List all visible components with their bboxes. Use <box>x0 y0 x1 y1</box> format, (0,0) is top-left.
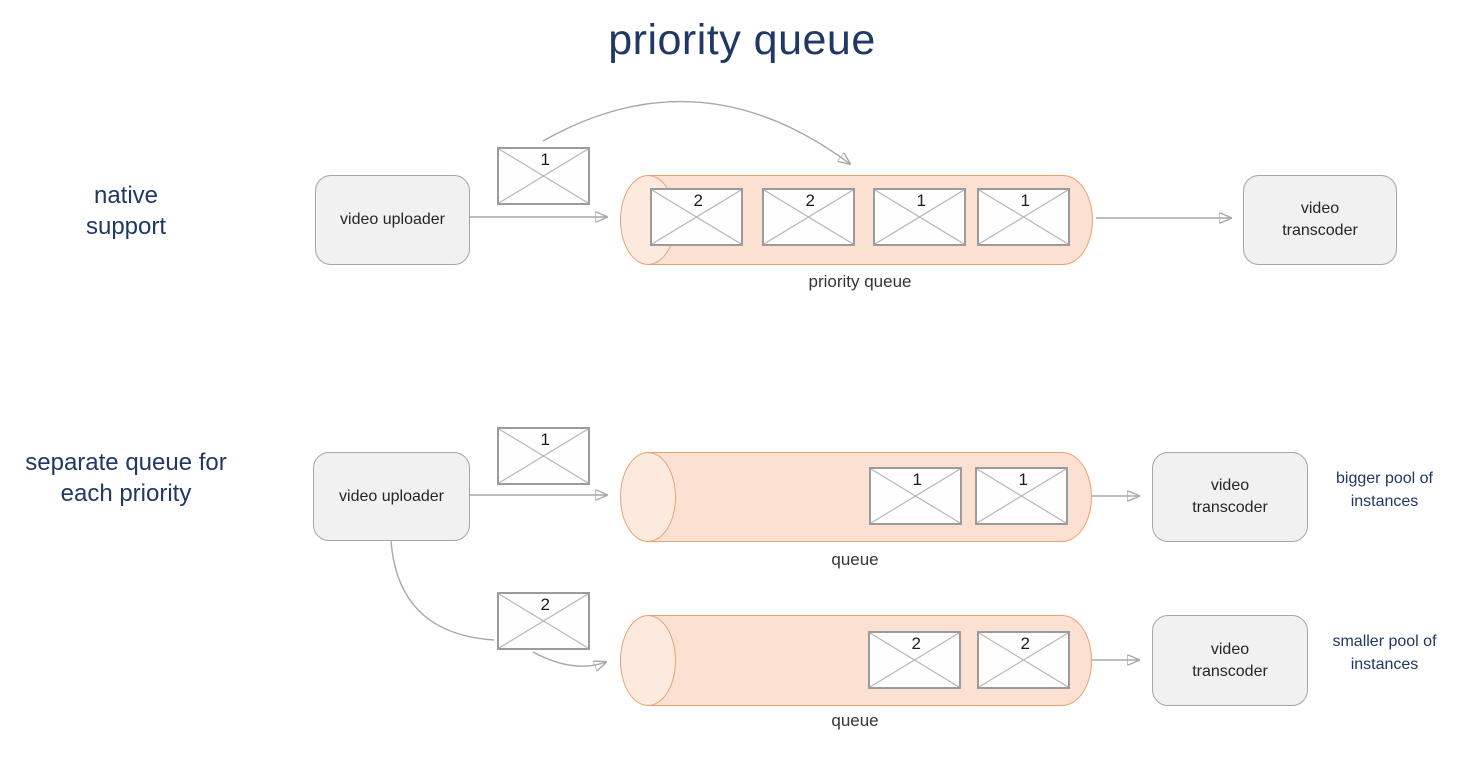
queue2-cylinder: 2 2 <box>620 615 1092 706</box>
message-priority-number: 2 <box>540 595 550 614</box>
video-transcoder-label: video transcoder <box>1192 640 1268 680</box>
page-title: priority queue <box>608 16 876 64</box>
queued-message-envelope: 1 <box>975 467 1068 525</box>
arrow-message2-to-queue3 <box>532 651 606 666</box>
queue1-label: queue <box>831 550 879 569</box>
queue2-label: queue <box>831 711 879 730</box>
video-transcoder-box-q1: video transcoder <box>1152 452 1308 542</box>
message-priority-number: 2 <box>911 634 921 653</box>
message-envelope-incoming-native: 1 <box>497 147 590 205</box>
message-priority-number: 1 <box>916 191 926 210</box>
queued-message-envelope: 2 <box>650 188 743 246</box>
video-transcoder-box-q2: video transcoder <box>1152 615 1308 706</box>
envelope-cross-icon <box>979 633 1068 687</box>
message-priority-number: 1 <box>540 150 550 169</box>
queued-message-envelope: 1 <box>977 188 1070 246</box>
envelope-cross-icon <box>652 190 741 244</box>
queued-message-envelope: 2 <box>762 188 855 246</box>
envelope-cross-icon <box>499 429 588 483</box>
envelope-cross-icon <box>871 469 960 523</box>
envelope-cross-icon <box>499 149 588 203</box>
note-smaller-pool: smaller pool of instances <box>1332 633 1437 673</box>
message-envelope-incoming-q1: 1 <box>497 427 590 485</box>
message-envelope-incoming-q2: 2 <box>497 592 590 650</box>
video-uploader-box-separate: video uploader <box>313 452 470 541</box>
envelope-cross-icon <box>979 190 1068 244</box>
video-transcoder-label: video transcoder <box>1192 477 1268 516</box>
video-transcoder-label: video transcoder <box>1282 200 1358 239</box>
queued-message-envelope: 1 <box>869 467 962 525</box>
envelope-cross-icon <box>870 633 959 687</box>
note-bigger-pool: bigger pool of instances <box>1336 470 1433 510</box>
queue1-cylinder: 1 1 <box>620 452 1092 542</box>
section-label-separate: separate queue for each priority <box>25 449 227 507</box>
priority-queue-label: priority queue <box>808 272 912 291</box>
queued-message-envelope: 2 <box>868 631 961 689</box>
curve-uploader2-to-message2 <box>390 540 495 641</box>
queued-message-envelope: 2 <box>977 631 1070 689</box>
message-priority-number: 1 <box>540 430 550 449</box>
envelope-cross-icon <box>977 469 1066 523</box>
message-priority-number: 1 <box>1020 191 1030 210</box>
video-uploader-label: video uploader <box>339 487 444 505</box>
video-uploader-box-native: video uploader <box>315 175 470 265</box>
queue-cylinder-cap <box>620 615 676 706</box>
envelope-cross-icon <box>764 190 853 244</box>
envelope-cross-icon <box>875 190 964 244</box>
message-priority-number: 1 <box>912 470 922 489</box>
message-priority-number: 2 <box>1020 634 1030 653</box>
arrow-message1-to-queue1 <box>542 100 850 164</box>
message-priority-number: 2 <box>805 191 815 210</box>
envelope-cross-icon <box>499 594 588 648</box>
message-priority-number: 1 <box>1018 470 1028 489</box>
message-priority-number: 2 <box>693 191 703 210</box>
section-label-native: native support <box>85 182 167 240</box>
video-transcoder-box-native: video transcoder <box>1243 175 1397 265</box>
queued-message-envelope: 1 <box>873 188 966 246</box>
video-uploader-label: video uploader <box>340 211 445 229</box>
priority-queue-cylinder: 2 2 1 1 <box>620 175 1093 265</box>
queue-cylinder-cap <box>620 452 676 542</box>
